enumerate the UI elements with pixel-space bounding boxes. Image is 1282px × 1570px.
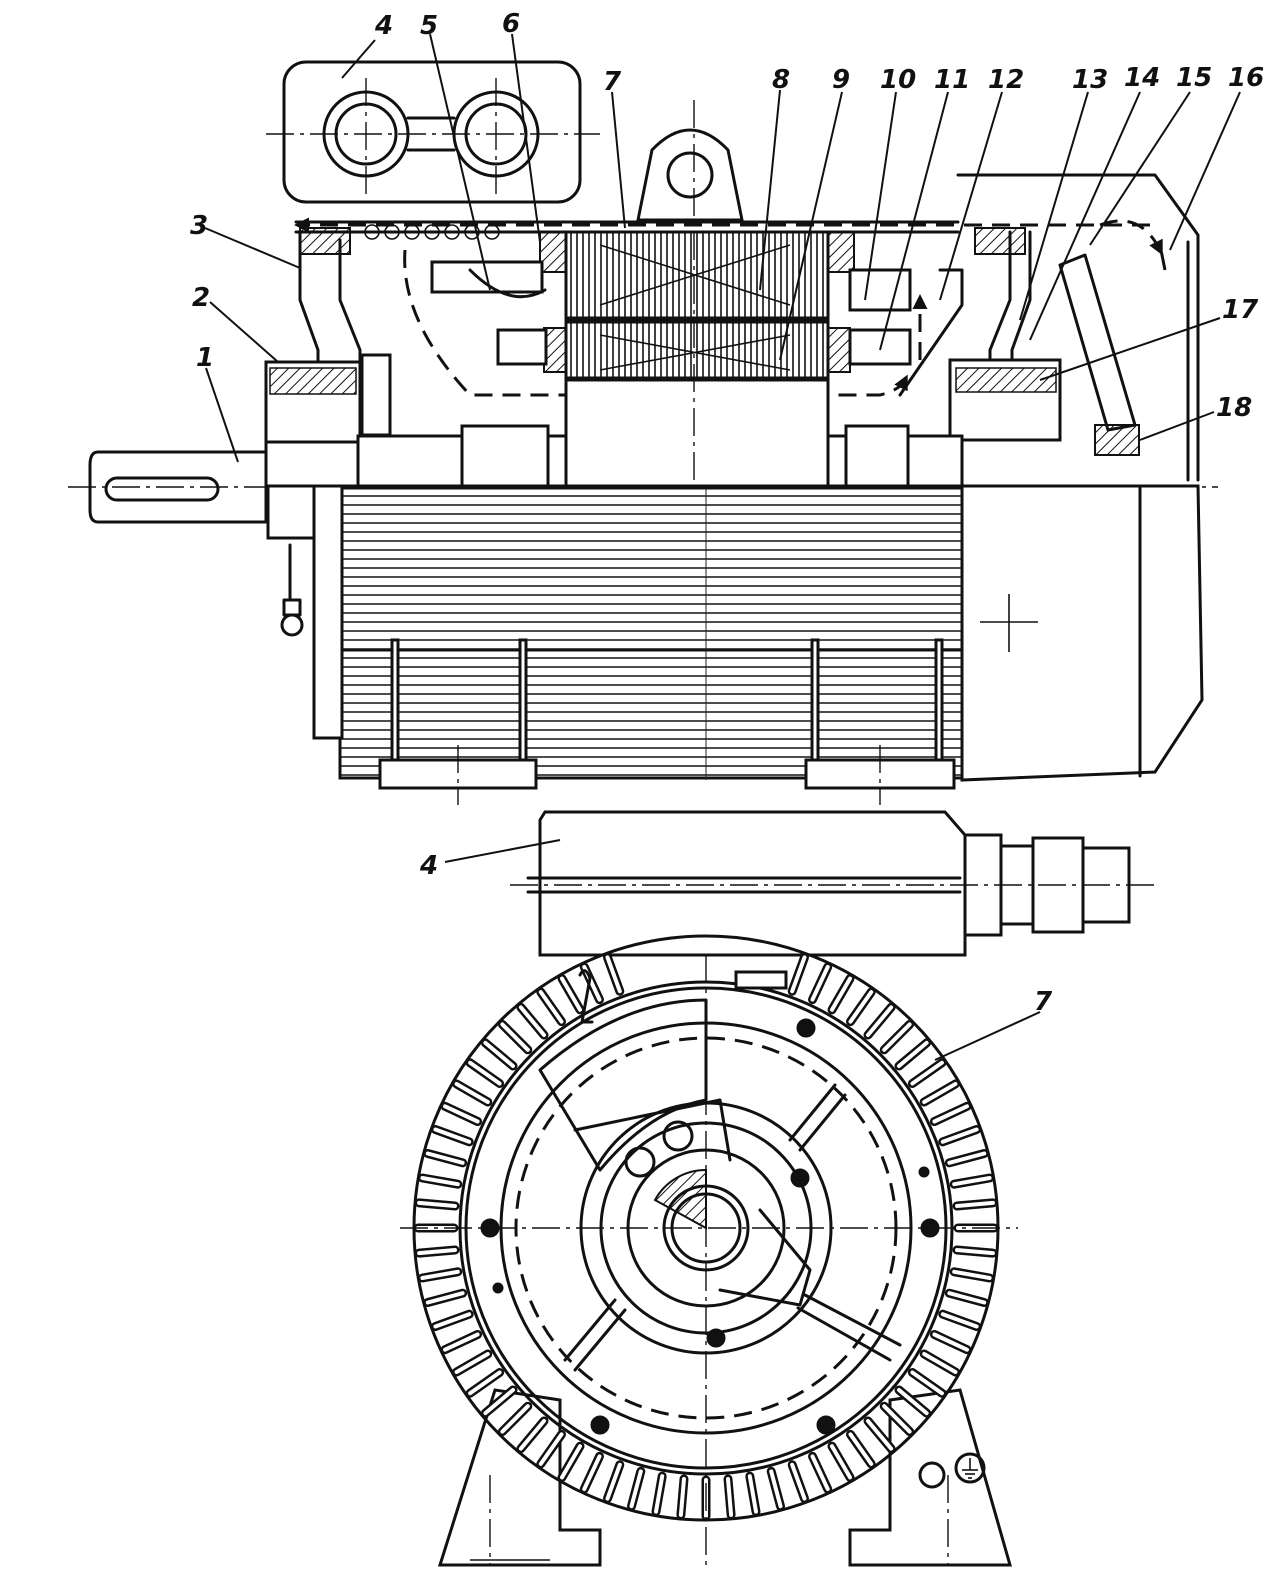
- terminal-box-side: [510, 810, 1158, 957]
- cooling-fin-inner: [500, 1022, 530, 1052]
- callout-8: 8: [772, 65, 790, 95]
- cooling-fin-inner: [605, 1462, 622, 1501]
- cooling-fin-inner: [952, 1176, 992, 1187]
- cooling-fin-inner: [726, 1477, 734, 1517]
- cooling-fin-inner: [420, 1269, 460, 1280]
- callout-17: 17: [1222, 295, 1259, 325]
- cooling-fin-inner: [454, 1082, 490, 1104]
- cooling-fin-inner: [454, 1352, 490, 1374]
- cooling-fin-inner: [952, 1269, 992, 1280]
- callout-13: 13: [1072, 65, 1108, 95]
- callout-4-terminal-box: 4: [419, 851, 438, 881]
- cooling-fin-inner: [443, 1104, 480, 1124]
- cooling-fin-inner: [866, 1005, 894, 1037]
- cooling-fin-inner: [468, 1370, 502, 1396]
- cooling-fin-inner: [830, 976, 852, 1012]
- callout-15: 15: [1176, 63, 1212, 93]
- cooling-fin-inner: [790, 1462, 807, 1501]
- cooling-fin-inner: [433, 1127, 472, 1144]
- callout-5: 5: [420, 11, 438, 41]
- cooling-fin-inner: [810, 1454, 830, 1491]
- cooling-fin-inner: [538, 1432, 564, 1466]
- cooling-fin-inner: [518, 1419, 546, 1451]
- cooling-fin-inner: [940, 1127, 979, 1144]
- cooling-fin-inner: [420, 1176, 460, 1187]
- cooling-fin-inner: [605, 955, 622, 994]
- cooling-fin-inner: [582, 1454, 602, 1491]
- callout-16: 16: [1228, 63, 1264, 93]
- cooling-fin-inner: [518, 1005, 546, 1037]
- leader-lines: [204, 33, 1241, 1061]
- cooling-fin-inner: [955, 1248, 995, 1256]
- cooling-fin-inner: [922, 1352, 958, 1374]
- cooling-fin-inner: [747, 1474, 758, 1514]
- cooling-fin-inner: [468, 1060, 502, 1086]
- cooling-fin-inner: [882, 1022, 912, 1052]
- cooling-fin-inner: [932, 1332, 969, 1352]
- cooling-fin-inner: [425, 1291, 465, 1305]
- cooling-fin-inner: [790, 955, 807, 994]
- callout-7: 7: [603, 67, 622, 97]
- callout-2: 2: [192, 283, 210, 313]
- cooling-fin-inner: [769, 1469, 783, 1509]
- cooling-fin-inner: [882, 1404, 912, 1434]
- callout-18: 18: [1216, 393, 1252, 423]
- cooling-fin-inner: [433, 1312, 472, 1329]
- coil-loops: [364, 224, 500, 240]
- cooling-fin-inner: [922, 1082, 958, 1104]
- callout-4: 4: [374, 11, 393, 41]
- cooling-fin-inner: [910, 1060, 944, 1086]
- cooling-fin-inner: [848, 1432, 874, 1466]
- cooling-fin-inner: [866, 1419, 894, 1451]
- cooling-fin-inner: [483, 1040, 515, 1068]
- cooling-fin-inner: [830, 1444, 852, 1480]
- cooling-fin-inner: [417, 1248, 457, 1256]
- callout-7-frame: 7: [1034, 987, 1053, 1017]
- callout-12: 12: [988, 65, 1024, 95]
- cooling-fin-inner: [810, 965, 830, 1002]
- callout-11: 11: [934, 65, 970, 95]
- cooling-fin-inner: [947, 1291, 987, 1305]
- cooling-fin-inner: [848, 990, 874, 1024]
- cooling-fin-inner: [897, 1388, 929, 1416]
- lifting-eye: [636, 128, 744, 222]
- callout-6: 6: [502, 9, 520, 39]
- cooling-fin-inner: [654, 1474, 665, 1514]
- cooling-fin-inner: [947, 1151, 987, 1165]
- side-view: [68, 60, 1218, 524]
- callout-labels: 1 2 3 4 5 6 7 8 9 10 11 12 13 14 15 16 1…: [190, 9, 1264, 1017]
- cooling-fin-inner: [955, 1200, 995, 1208]
- callout-3: 3: [190, 211, 208, 241]
- cooling-fin-inner: [483, 1388, 515, 1416]
- cooling-fin-inner: [940, 1312, 979, 1329]
- terminal-box-top: [266, 60, 600, 204]
- airflow-arrows: [294, 217, 1167, 397]
- ground-symbol: [954, 1452, 986, 1484]
- callout-10: 10: [880, 65, 916, 95]
- stator-core: [539, 230, 855, 380]
- cooling-fin-inner: [932, 1104, 969, 1124]
- cooling-fin-inner: [443, 1332, 480, 1352]
- cooling-fin-inner: [538, 990, 564, 1024]
- callout-1: 1: [196, 343, 214, 373]
- cooling-fin-inner: [678, 1477, 686, 1517]
- cooling-fin-inner: [560, 1444, 582, 1480]
- cooling-fin-inner: [910, 1370, 944, 1396]
- end-view: [400, 934, 1018, 1570]
- cooling-fin-inner: [500, 1404, 530, 1434]
- exterior-frame-view: [266, 484, 1204, 805]
- bolts: [480, 1018, 940, 1435]
- callout-9: 9: [832, 65, 850, 95]
- ribs: [563, 1083, 902, 1372]
- cooling-fin-inner: [560, 976, 582, 1012]
- cooling-fin-inner: [629, 1469, 643, 1509]
- cooling-fin-inner: [897, 1040, 929, 1068]
- callout-14: 14: [1124, 63, 1160, 93]
- cooling-fin-inner: [425, 1151, 465, 1165]
- cooling-fin-inner: [417, 1200, 457, 1208]
